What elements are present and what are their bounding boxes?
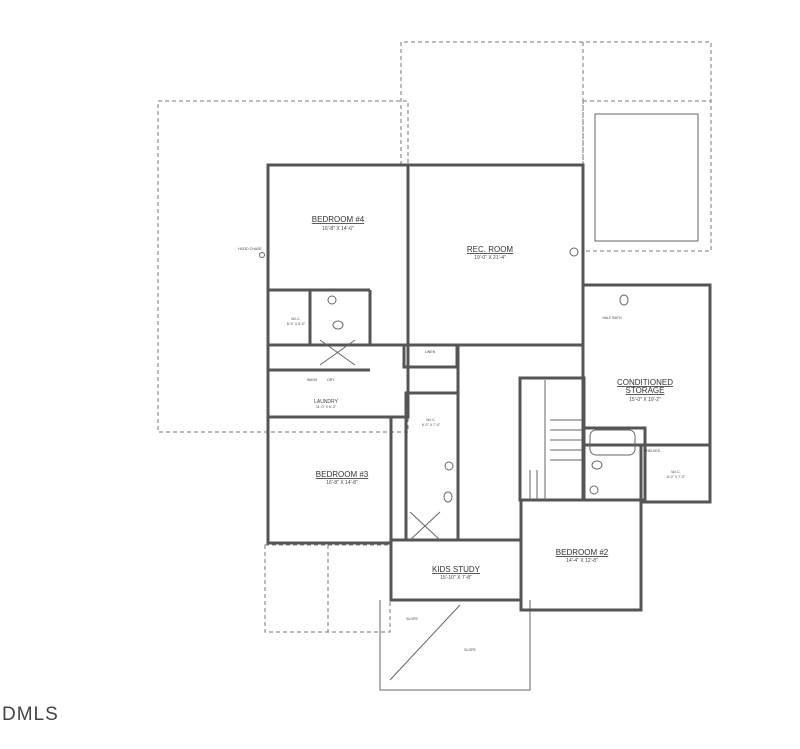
room-dims: 16'-8" X 14'-8" bbox=[326, 480, 358, 486]
shelves-label: SHELVES bbox=[644, 449, 661, 453]
room-label: W.I.C. bbox=[291, 317, 301, 321]
linen-label: LINEN bbox=[425, 350, 436, 354]
room-dims: 16'-8" X 14'-6" bbox=[322, 226, 354, 232]
room-label: W.I.C. bbox=[671, 470, 681, 474]
room-label: HALF BATH bbox=[603, 316, 622, 320]
room-labels: BEDROOM #4 16'-8" X 14'-6" REC. ROOM 19'… bbox=[287, 215, 686, 581]
wash-label: WASH bbox=[307, 378, 318, 382]
room-label: KIDS STUDY bbox=[432, 565, 481, 574]
room-label: REC. ROOM bbox=[467, 245, 514, 254]
slope-label: SLOPE bbox=[406, 617, 418, 621]
room-dims: 11'-0" X 6'-0" bbox=[316, 405, 337, 409]
annotations: LINEN WASH DRY SHELVES HOOD CHASE SLOPE … bbox=[238, 247, 660, 652]
room-label: BEDROOM #3 bbox=[316, 470, 369, 479]
walls bbox=[266, 163, 712, 612]
room-dims: 19'-0" X 21'-4" bbox=[474, 255, 506, 261]
room-dims: 6'-0" X 5'-0" bbox=[287, 322, 306, 326]
room-label: CONDITIONED bbox=[617, 378, 673, 387]
room-dims: 15'-10" X 7'-8" bbox=[440, 575, 472, 581]
room-label: BEDROOM #2 bbox=[556, 548, 609, 557]
room-label: W.I.C. bbox=[426, 418, 436, 422]
room-label: BEDROOM #4 bbox=[312, 215, 365, 224]
stairs bbox=[529, 380, 636, 500]
fixtures bbox=[259, 247, 629, 541]
dry-label: DRY bbox=[327, 378, 335, 382]
watermark-logo: DMLS bbox=[2, 704, 59, 725]
room-label: STORAGE bbox=[626, 386, 665, 395]
room-dims: 14'-4" X 12'-8" bbox=[566, 558, 598, 564]
slope-label: SLOPE bbox=[464, 648, 476, 652]
room-dims: 6'-0" X 7'-0" bbox=[422, 423, 441, 427]
room-label: LAUNDRY bbox=[314, 399, 338, 405]
room-dims: 6'-0" X 7'-0" bbox=[667, 475, 686, 479]
hood-chase-label: HOOD CHASE bbox=[238, 247, 262, 251]
room-dims: 15'-0" X 19'-2" bbox=[629, 397, 661, 403]
